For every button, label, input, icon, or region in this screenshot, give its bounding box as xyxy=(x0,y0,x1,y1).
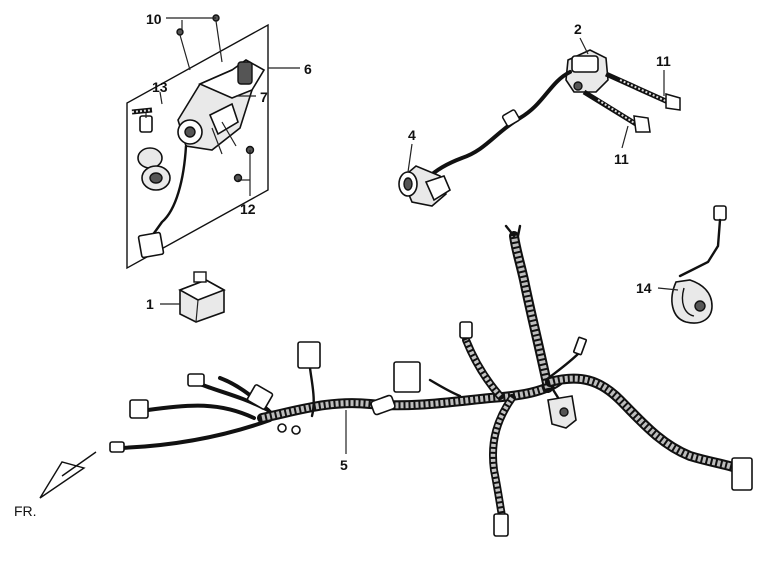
main-wire-harness xyxy=(109,224,753,537)
leader-lines xyxy=(159,17,679,454)
label-4: 4 xyxy=(408,127,416,143)
front-direction-indicator: FR. xyxy=(14,451,97,519)
label-2: 2 xyxy=(574,21,582,37)
bolt-11-upper xyxy=(604,71,681,111)
label-12: 12 xyxy=(240,201,256,217)
label-14: 14 xyxy=(636,280,652,296)
connector-center xyxy=(393,361,421,393)
connector-right-end xyxy=(731,457,753,491)
bolt-11-lower xyxy=(582,89,651,133)
ignition-switch-kit xyxy=(126,14,269,270)
lock-cylinder xyxy=(137,110,171,191)
switch-cable xyxy=(150,144,188,238)
label-13: 13 xyxy=(152,79,168,95)
connector-left-upper xyxy=(187,373,205,387)
connector-clip xyxy=(370,394,396,416)
label-1: 1 xyxy=(146,296,154,312)
switch-connector xyxy=(137,231,165,259)
ignition-switch xyxy=(177,59,266,155)
label-10: 10 xyxy=(146,11,162,27)
ignition-coil-assembly xyxy=(398,49,681,207)
connector-left-end xyxy=(129,399,149,419)
connector-top-middle xyxy=(297,341,321,369)
label-11-upper: 11 xyxy=(656,53,671,69)
label-11-lower: 11 xyxy=(614,151,629,167)
high-tension-lead xyxy=(426,70,572,180)
connector-upper-branch xyxy=(459,321,473,339)
kit-frame xyxy=(126,23,269,270)
front-label: FR. xyxy=(14,503,37,519)
sensor-14 xyxy=(671,205,727,324)
label-7: 7 xyxy=(260,89,268,105)
connector-left-junction xyxy=(246,384,274,410)
label-6: 6 xyxy=(304,61,312,77)
screw-13 xyxy=(131,107,153,115)
connector-right-thin xyxy=(572,336,588,356)
part-labels: 10 6 7 13 12 1 2 11 11 4 5 14 xyxy=(146,11,671,473)
label-5: 5 xyxy=(340,457,348,473)
connector-bottom xyxy=(493,513,509,537)
relay-unit xyxy=(178,271,226,323)
spark-plug-cap xyxy=(398,165,452,207)
connector-left-lower xyxy=(109,441,125,453)
